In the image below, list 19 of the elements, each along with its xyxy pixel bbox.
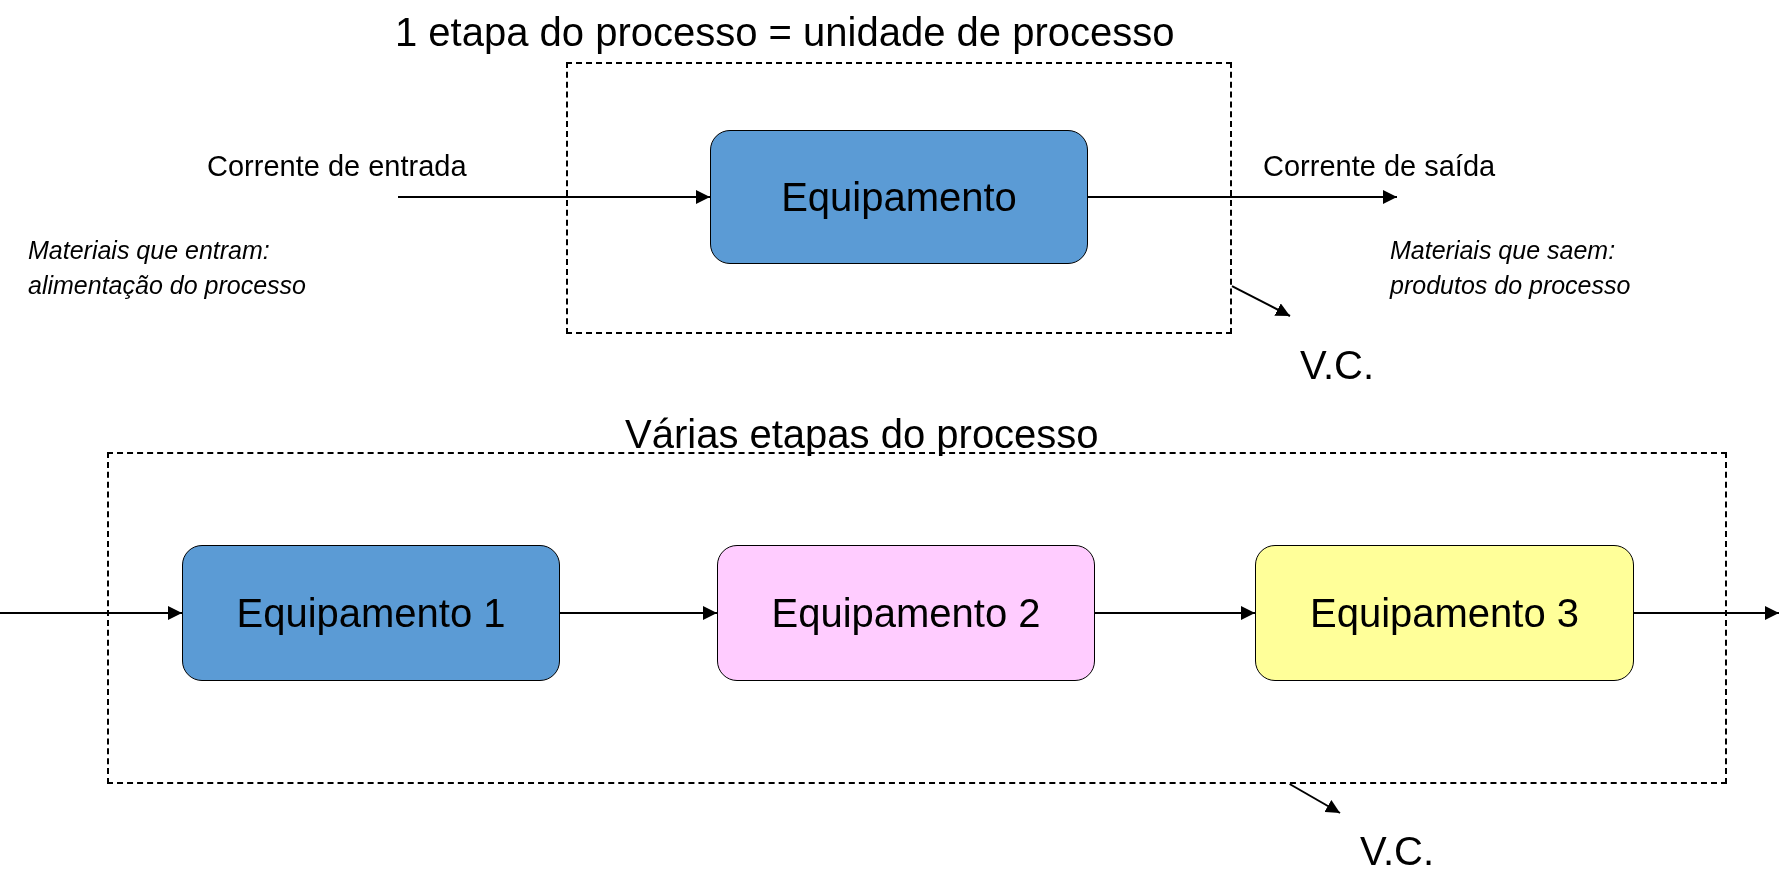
note-text: Materiais que saem: produtos do processo bbox=[1390, 235, 1632, 301]
control-volume-boundary bbox=[566, 62, 1232, 334]
control-volume-label: V.C. bbox=[1360, 829, 1435, 873]
flow-arrow bbox=[0, 606, 183, 620]
flow-arrow bbox=[559, 606, 718, 620]
leader-arrow bbox=[1231, 285, 1291, 317]
process-box: Equipamento 1 bbox=[182, 545, 560, 681]
flow-arrow bbox=[1633, 606, 1780, 620]
process-box: Equipamento 2 bbox=[717, 545, 1095, 681]
process-box: Equipamento 3 bbox=[1255, 545, 1634, 681]
control-volume-label: V.C. bbox=[1300, 343, 1375, 387]
process-box: Equipamento bbox=[710, 130, 1088, 264]
section-heading: 1 etapa do processo = unidade de processo bbox=[395, 10, 1175, 55]
note-text: Materiais que entram: alimentação do processo bbox=[28, 235, 307, 301]
leader-arrow bbox=[1288, 783, 1341, 814]
flow-arrow bbox=[1094, 606, 1256, 620]
section-heading: Várias etapas do processo bbox=[625, 412, 1099, 457]
flow-arrow bbox=[397, 190, 711, 204]
flow-arrow bbox=[1087, 190, 1398, 204]
